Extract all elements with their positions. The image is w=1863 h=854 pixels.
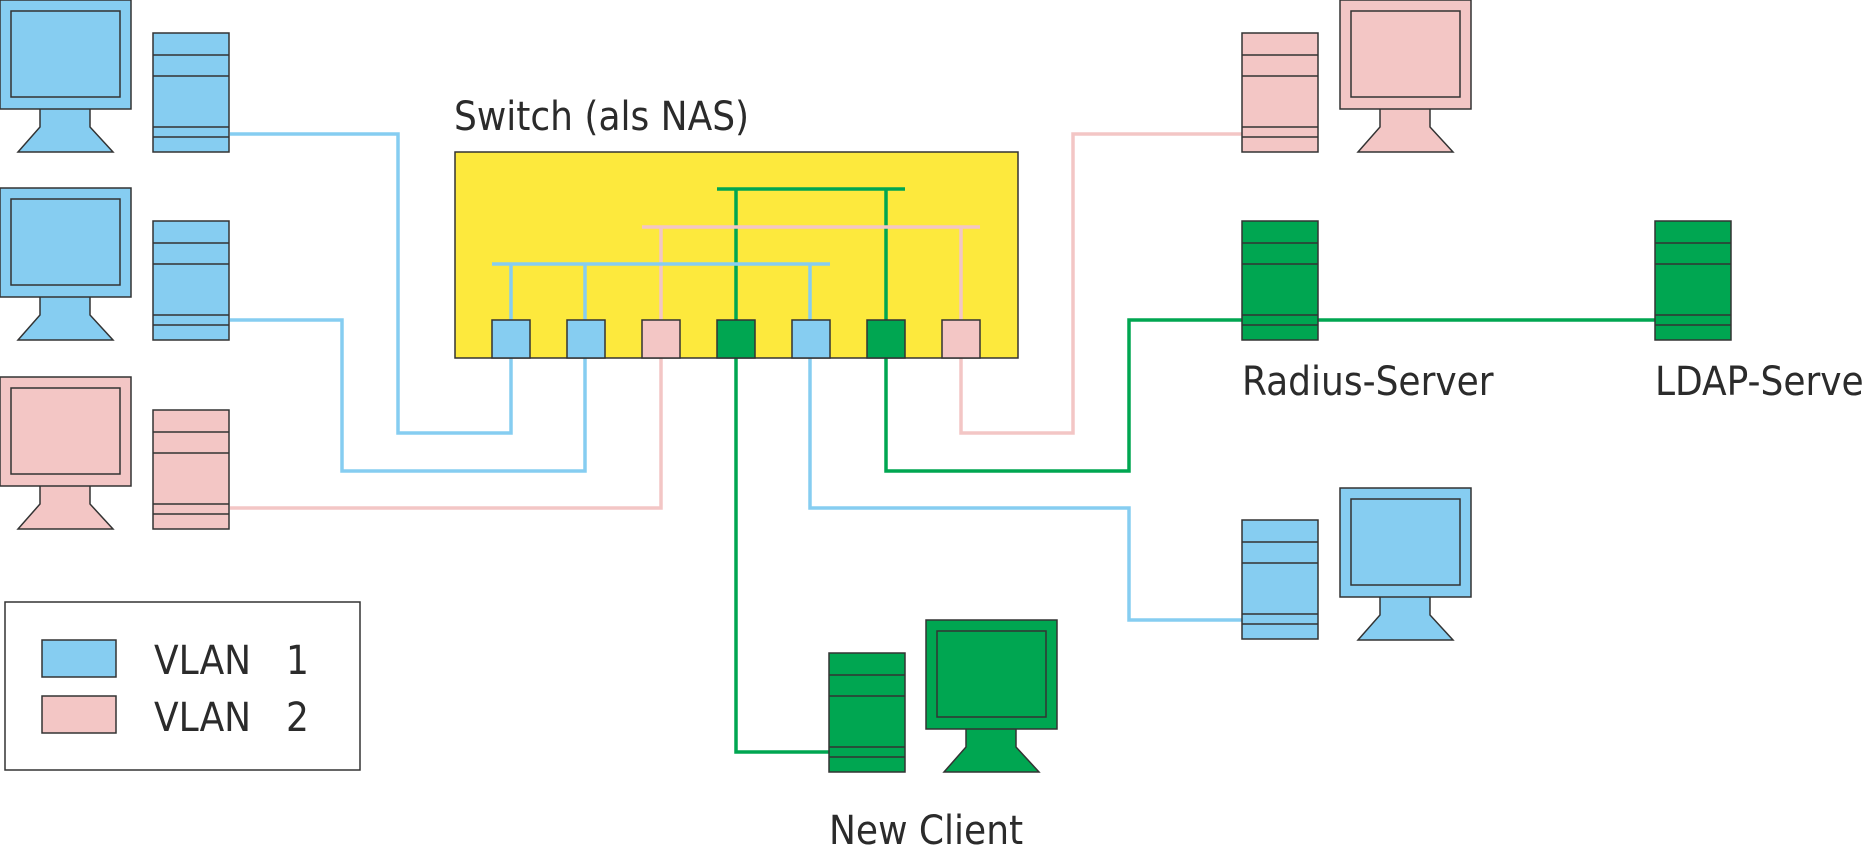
- line-left-pc2-to-port2: [230, 318, 587, 473]
- legend-name: VLAN: [154, 638, 251, 684]
- tower-icon: [152, 32, 230, 153]
- tower-icon: [152, 220, 230, 341]
- line-new-client-to-port4: [734, 358, 830, 754]
- ldap-server: LDAP-Server: [1654, 220, 1863, 405]
- server-icon: [1654, 220, 1732, 341]
- line-left-pc3-to-port3: [230, 358, 663, 510]
- line-right-pc-to-port5: [808, 358, 1242, 622]
- legend-swatch: [41, 639, 117, 678]
- switch-port-2: [566, 319, 606, 359]
- switch-port-6: [866, 319, 906, 359]
- left-client-3: [0, 376, 230, 530]
- switch-ports: [491, 319, 981, 359]
- radius-server: Radius-Server: [1241, 220, 1494, 405]
- switch-internal-buses: [492, 187, 980, 322]
- line-right-top-pc-to-port7: [959, 132, 1242, 435]
- ldap-server-label: LDAP-Server: [1655, 359, 1863, 405]
- switch-port-7: [941, 319, 981, 359]
- right-client-bottom: [1241, 487, 1472, 641]
- monitor-icon: [0, 0, 132, 153]
- monitor-icon: [0, 376, 132, 530]
- legend-item-vlan1: VLAN 1: [41, 638, 309, 684]
- tower-icon: [1241, 519, 1319, 640]
- legend-box: [4, 601, 361, 771]
- switch-port-5: [791, 319, 831, 359]
- switch-port-3: [641, 319, 681, 359]
- new-client-label: New Client: [829, 808, 1023, 854]
- new-client: New Client: [828, 619, 1058, 854]
- right-client-top: [1241, 0, 1472, 153]
- legend-swatch: [41, 695, 117, 734]
- tower-icon: [828, 652, 906, 773]
- legend-number: 1: [286, 638, 309, 684]
- monitor-icon: [0, 187, 132, 341]
- server-icon: [1241, 220, 1319, 341]
- legend: VLAN 1 VLAN 2: [4, 601, 361, 771]
- legend-number: 2: [286, 695, 309, 741]
- tower-icon: [1241, 32, 1319, 153]
- tower-icon: [152, 409, 230, 530]
- left-client-2: [0, 187, 230, 341]
- line-left-pc1-to-port1: [230, 132, 513, 435]
- line-radius-to-port6: [884, 318, 1242, 473]
- monitor-icon: [925, 619, 1058, 773]
- legend-item-vlan2: VLAN 2: [41, 695, 309, 741]
- switch-label: Switch (als NAS): [454, 94, 749, 140]
- monitor-icon: [1339, 487, 1472, 641]
- monitor-icon: [1339, 0, 1472, 153]
- radius-server-label: Radius-Server: [1242, 359, 1494, 405]
- switch-port-4: [716, 319, 756, 359]
- connection-lines: [230, 132, 1656, 754]
- left-client-1: [0, 0, 230, 153]
- legend-name: VLAN: [154, 695, 251, 741]
- switch-port-1: [491, 319, 531, 359]
